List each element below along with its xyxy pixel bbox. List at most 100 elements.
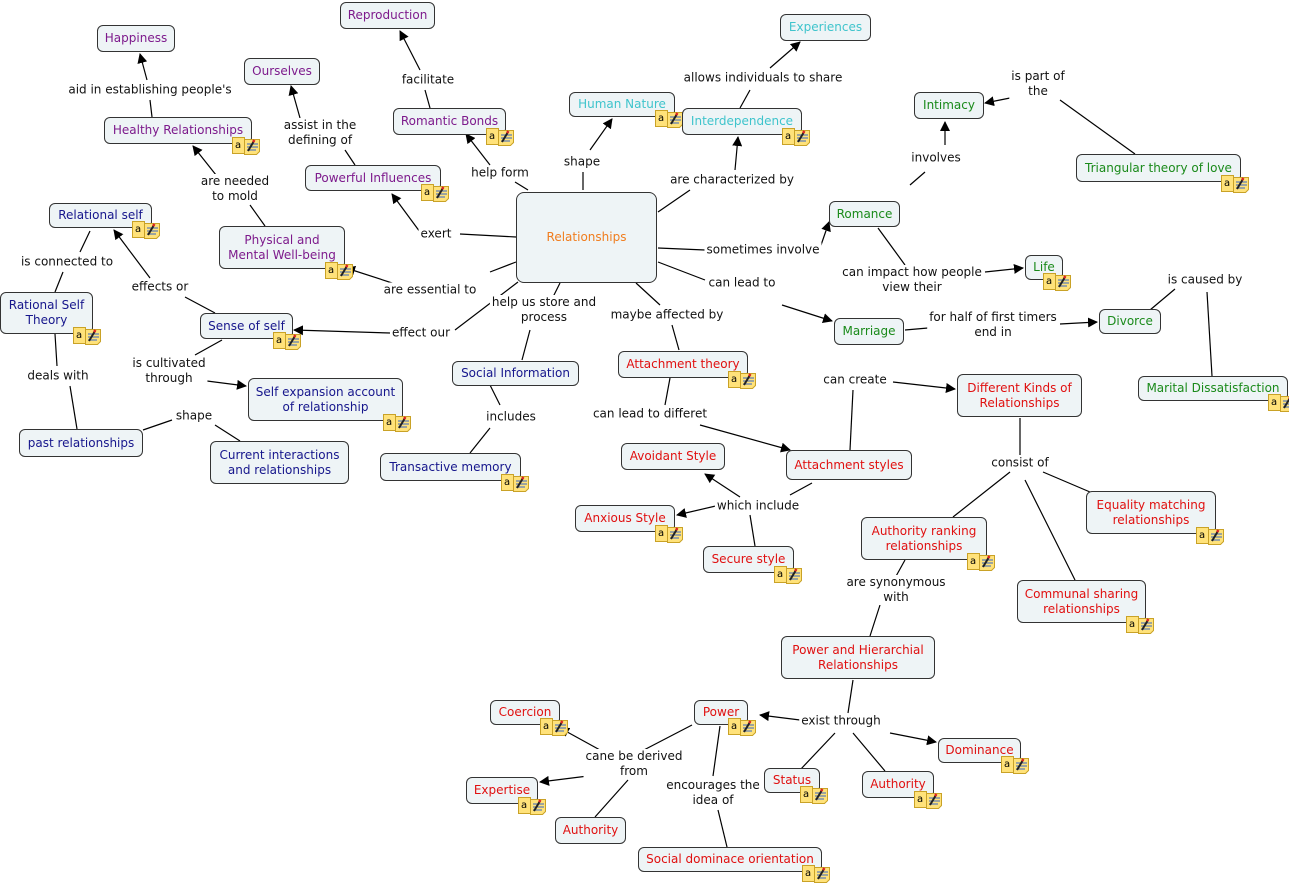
svg-text:a: a (1199, 530, 1205, 541)
annotation-note-icon[interactable]: a (914, 791, 944, 810)
annotation-note-icon[interactable]: a (232, 137, 262, 156)
concept-label: Coercion (498, 705, 552, 719)
annotation-note-icon[interactable]: a (1126, 616, 1156, 635)
link-arrow (732, 136, 743, 171)
concept-node-attachment-styles[interactable]: Attachment styles (786, 450, 912, 480)
svg-text:a: a (658, 113, 664, 124)
annotation-note-icon[interactable]: a (518, 797, 548, 816)
annotation-note-icon[interactable]: a (421, 184, 451, 203)
link-label-aid-in-establishing-people-s: aid in establishing people's (66, 82, 234, 98)
svg-text:a: a (521, 800, 527, 811)
concept-node-different-kinds-of-relationships[interactable]: Different Kinds of Relationships (957, 374, 1082, 417)
svg-text:a: a (970, 556, 976, 567)
link-line (142, 419, 173, 431)
annotation-note-icon[interactable]: a (501, 474, 531, 493)
concept-node-past-relationships[interactable]: past relationships (19, 429, 143, 457)
concept-node-current-interactions-and-relationships[interactable]: Current interactions and relationships (210, 441, 349, 484)
link-label-can-impact-how-people-view-their: can impact how people view their (840, 265, 984, 295)
concept-node-authority[interactable]: Authority (555, 817, 626, 844)
link-label-exist-through: exist through (799, 713, 883, 729)
annotation-note-icon[interactable]: a (132, 221, 162, 240)
concept-node-ourselves[interactable]: Ourselves (244, 58, 320, 85)
concept-node-marriage[interactable]: Marriage (834, 318, 904, 345)
link-arrow (399, 30, 421, 71)
annotation-note-icon[interactable]: a (540, 718, 570, 737)
annotation-note-icon[interactable]: a (1221, 175, 1251, 194)
concept-label: Authority (562, 823, 619, 837)
link-arrow (1059, 317, 1098, 328)
concept-node-divorce[interactable]: Divorce (1099, 309, 1161, 334)
annotation-note-icon[interactable]: a (655, 525, 685, 544)
annotation-note-icon[interactable]: a (486, 128, 516, 147)
svg-text:a: a (658, 528, 664, 539)
annotation-note-icon[interactable]: a (383, 414, 413, 433)
svg-text:a: a (543, 721, 549, 732)
concept-node-social-information[interactable]: Social Information (452, 361, 579, 386)
concept-node-power-and-hierarchial-relationships[interactable]: Power and Hierarchial Relationships (781, 636, 935, 679)
concept-node-experiences[interactable]: Experiences (780, 14, 871, 41)
link-label-consist-of: consist of (989, 455, 1051, 471)
annotation-note-icon[interactable]: a (1043, 273, 1073, 292)
annotation-note-icon[interactable]: a (1196, 527, 1226, 546)
link-label-can-lead-to-differet: can lead to differet (590, 406, 710, 422)
concept-label: Self expansion account of relationship (255, 384, 396, 414)
link-label-which-include: which include (714, 498, 802, 514)
link-line (749, 514, 756, 547)
concept-node-happiness[interactable]: Happiness (97, 25, 175, 52)
concept-node-romance[interactable]: Romance (829, 201, 900, 227)
svg-text:a: a (805, 868, 811, 879)
annotation-note-icon[interactable]: a (800, 786, 830, 805)
annotation-note-icon[interactable]: a (728, 371, 758, 390)
annotation-note-icon[interactable]: a (273, 332, 303, 351)
link-label-help-form: help form (469, 165, 531, 181)
annotation-note-icon[interactable]: a (1268, 394, 1289, 413)
concept-label: Current interactions and relationships (219, 447, 340, 477)
concept-node-reproduction[interactable]: Reproduction (340, 2, 435, 29)
annotation-note-icon[interactable]: a (1001, 756, 1031, 775)
svg-text:a: a (1224, 178, 1230, 189)
link-line (1024, 479, 1076, 581)
annotation-note-icon[interactable]: a (782, 128, 812, 147)
concept-node-relationships[interactable]: Relationships (516, 192, 657, 283)
annotation-note-icon[interactable]: a (967, 553, 997, 572)
concept-label: Ourselves (252, 64, 312, 78)
annotation-note-icon[interactable]: a (655, 110, 685, 129)
svg-text:a: a (489, 131, 495, 142)
annotation-note-icon[interactable]: a (802, 865, 832, 884)
concept-node-avoidant-style[interactable]: Avoidant Style (621, 443, 725, 470)
concept-node-intimacy[interactable]: Intimacy (914, 92, 984, 119)
link-line (664, 377, 671, 406)
link-line (459, 233, 517, 238)
annotation-note-icon[interactable]: a (73, 327, 103, 346)
annotation-note-icon[interactable]: a (728, 718, 758, 737)
annotation-note-icon[interactable]: a (774, 566, 804, 585)
annotation-note-icon[interactable]: a (325, 262, 355, 281)
concept-node-coercion[interactable]: Coercion a (490, 700, 568, 736)
